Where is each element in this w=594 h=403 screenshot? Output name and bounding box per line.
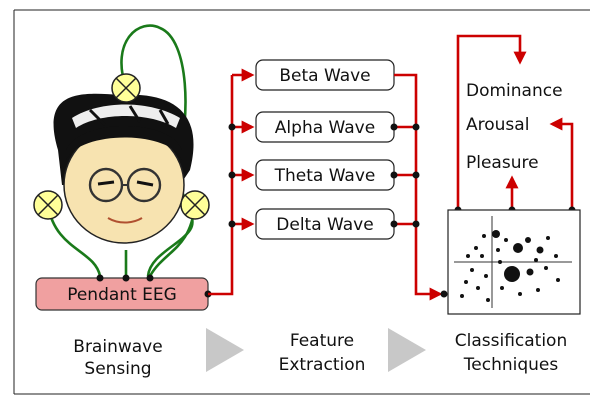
pendant-eeg-label: Pendant EEG [67,285,177,305]
stage-caption-3-line1: Classification [455,331,567,351]
pendant-eeg-box: Pendant EEG [35,274,212,311]
stage-arrow-icon [388,328,426,372]
wave-box-beta: Beta Wave [255,59,395,91]
electrode-icon [111,73,141,103]
eeg-to-waves-wires [208,68,255,296]
stage-caption-1-line2: Sensing [84,359,151,379]
wave-box-alpha: Alpha Wave [255,111,395,143]
stage-arrow-icon [206,328,244,372]
stage-caption-1-line1: Brainwave [73,337,162,357]
stage-caption-2-line1: Feature [290,331,354,351]
stage-caption-3-line2: Techniques [463,355,559,375]
wave-box-theta: Theta Wave [255,159,395,191]
wave-label-beta: Beta Wave [279,66,370,86]
stage-caption-2-line2: Extraction [279,355,366,375]
electrode-icon [180,190,210,220]
electrode-icon [33,190,63,220]
output-dominance: Dominance [466,81,563,101]
wave-label-alpha: Alpha Wave [275,118,375,138]
scatter-plot-icon [447,209,581,315]
output-arousal: Arousal [466,115,529,135]
wave-label-theta: Theta Wave [274,166,376,186]
waves-to-classifier-wires [390,73,448,301]
wave-label-delta: Delta Wave [276,215,373,235]
wave-box-delta: Delta Wave [255,208,395,240]
person-face-icon [53,93,194,244]
output-pleasure: Pleasure [466,153,539,173]
